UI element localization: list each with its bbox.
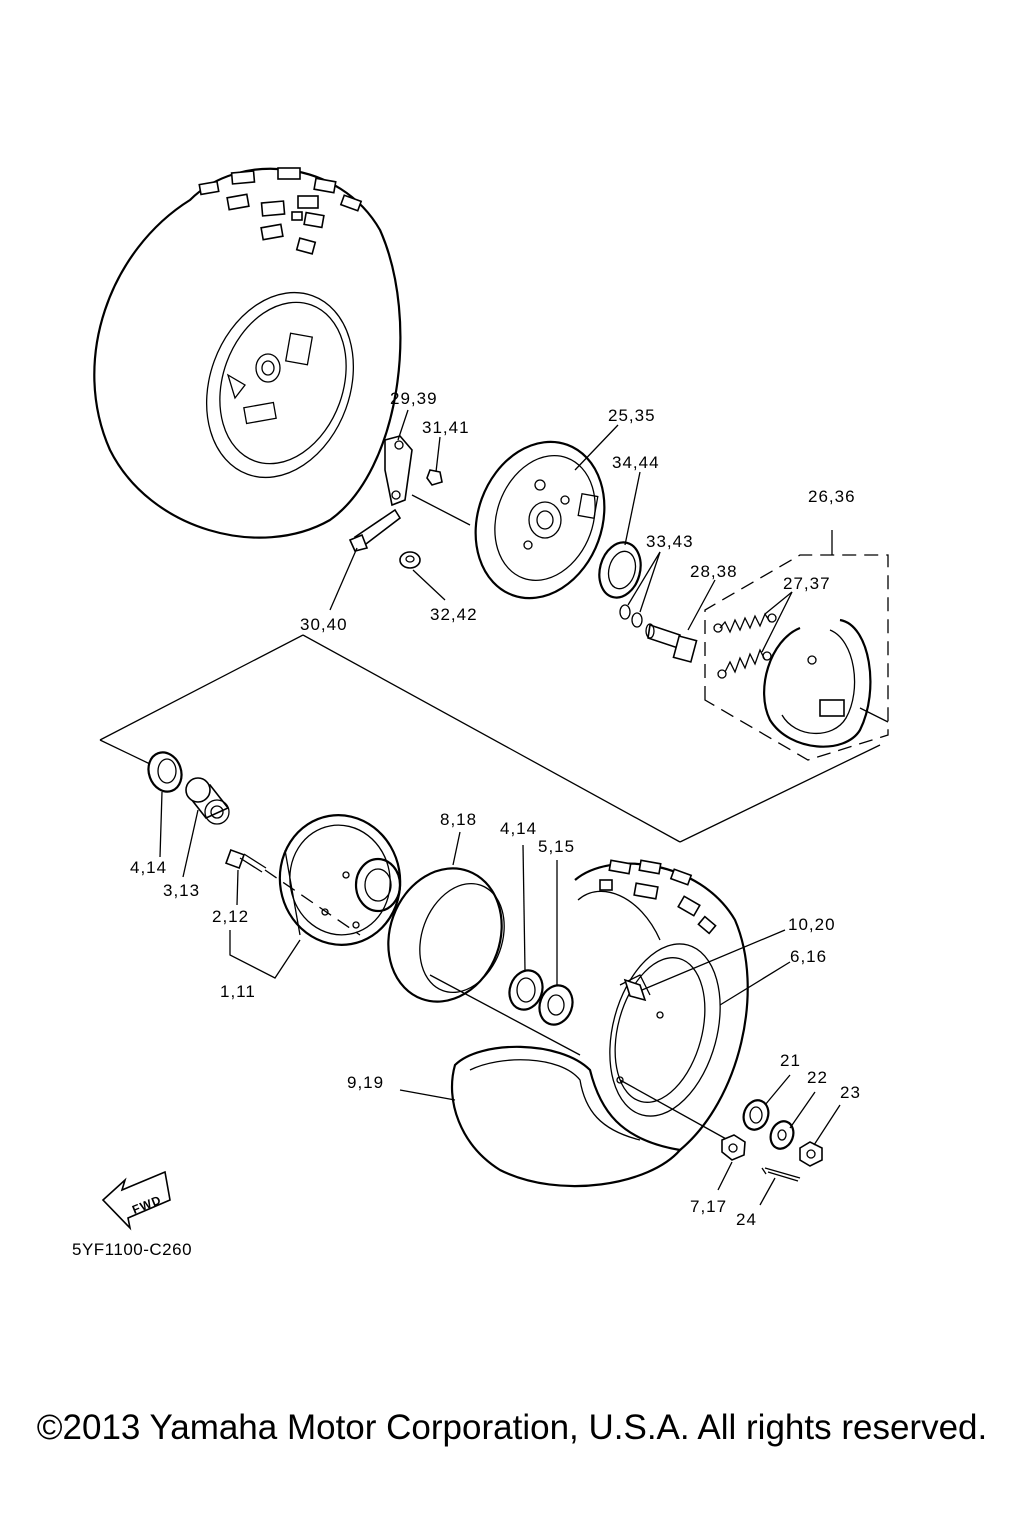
valve-illustration bbox=[623, 978, 647, 1002]
label-1-11: 1,11 bbox=[220, 982, 256, 1001]
cotter-pin-illustration bbox=[761, 1167, 801, 1182]
leader-lines bbox=[159, 409, 841, 1206]
tire-tread-lugs-2 bbox=[599, 859, 717, 935]
label-10-20: 10,20 bbox=[788, 915, 836, 934]
bolt-illustration bbox=[225, 849, 361, 936]
oil-seal-illustration bbox=[598, 541, 642, 599]
collar-illustration bbox=[742, 1099, 770, 1131]
label-21: 21 bbox=[780, 1051, 801, 1070]
label-32-42: 32,42 bbox=[430, 605, 478, 624]
assembled-wheel-illustration bbox=[93, 167, 402, 539]
castle-nut-illustration bbox=[799, 1141, 823, 1167]
nut-illustration bbox=[721, 1134, 746, 1161]
tire-illustration bbox=[387, 867, 505, 1003]
oil-seal-illustration-2 bbox=[538, 984, 574, 1026]
outer-wheel-half-illustration bbox=[574, 859, 749, 1151]
label-29-39: 29,39 bbox=[390, 389, 438, 408]
label-28-38: 28,38 bbox=[690, 562, 738, 581]
part-number-labels: 29,39 31,41 25,35 34,44 26,36 33,43 28,3… bbox=[130, 389, 861, 1229]
brake-shoe-plate-illustration bbox=[474, 440, 606, 600]
bearing-illustration bbox=[147, 751, 183, 793]
inner-wheel-half-illustration bbox=[429, 974, 729, 1188]
brake-cam-lever-illustration bbox=[348, 435, 471, 569]
label-5-15: 5,15 bbox=[538, 837, 575, 856]
label-25-35: 25,35 bbox=[608, 406, 656, 425]
label-24: 24 bbox=[736, 1210, 757, 1229]
label-31-41: 31,41 bbox=[422, 418, 470, 437]
o-ring-illustration bbox=[619, 604, 643, 628]
diagram-code: 5YF1100-C260 bbox=[72, 1240, 192, 1259]
label-7-17: 7,17 bbox=[690, 1197, 727, 1216]
washer-illustration bbox=[769, 1120, 795, 1150]
label-33-43: 33,43 bbox=[646, 532, 694, 551]
copyright-notice: ©2013 Yamaha Motor Corporation, U.S.A. A… bbox=[36, 1408, 988, 1447]
label-8-18: 8,18 bbox=[440, 810, 477, 829]
label-6-16: 6,16 bbox=[790, 947, 827, 966]
label-22: 22 bbox=[807, 1068, 828, 1087]
label-3-13: 3,13 bbox=[163, 881, 200, 900]
forward-direction-arrow: FWD bbox=[101, 1170, 171, 1231]
label-26-36: 26,36 bbox=[808, 487, 856, 506]
label-4-14-left: 4,14 bbox=[130, 858, 167, 877]
spacer-illustration bbox=[185, 777, 230, 825]
label-4-14-right: 4,14 bbox=[500, 819, 537, 838]
label-30-40: 30,40 bbox=[300, 615, 348, 634]
bearing-illustration-2 bbox=[508, 969, 544, 1011]
label-27-37: 27,37 bbox=[783, 574, 831, 593]
label-2-12: 2,12 bbox=[212, 907, 249, 926]
label-23: 23 bbox=[840, 1083, 861, 1102]
brake-spring-illustration bbox=[713, 612, 777, 679]
assembly-reference-lines bbox=[99, 634, 881, 843]
brake-shoe-illustration bbox=[763, 618, 889, 748]
label-9-19: 9,19 bbox=[347, 1073, 384, 1092]
label-34-44: 34,44 bbox=[612, 453, 660, 472]
camshaft-illustration bbox=[645, 623, 698, 663]
tire-tread-lugs bbox=[198, 167, 363, 255]
brake-drum-hub-illustration bbox=[278, 814, 402, 946]
